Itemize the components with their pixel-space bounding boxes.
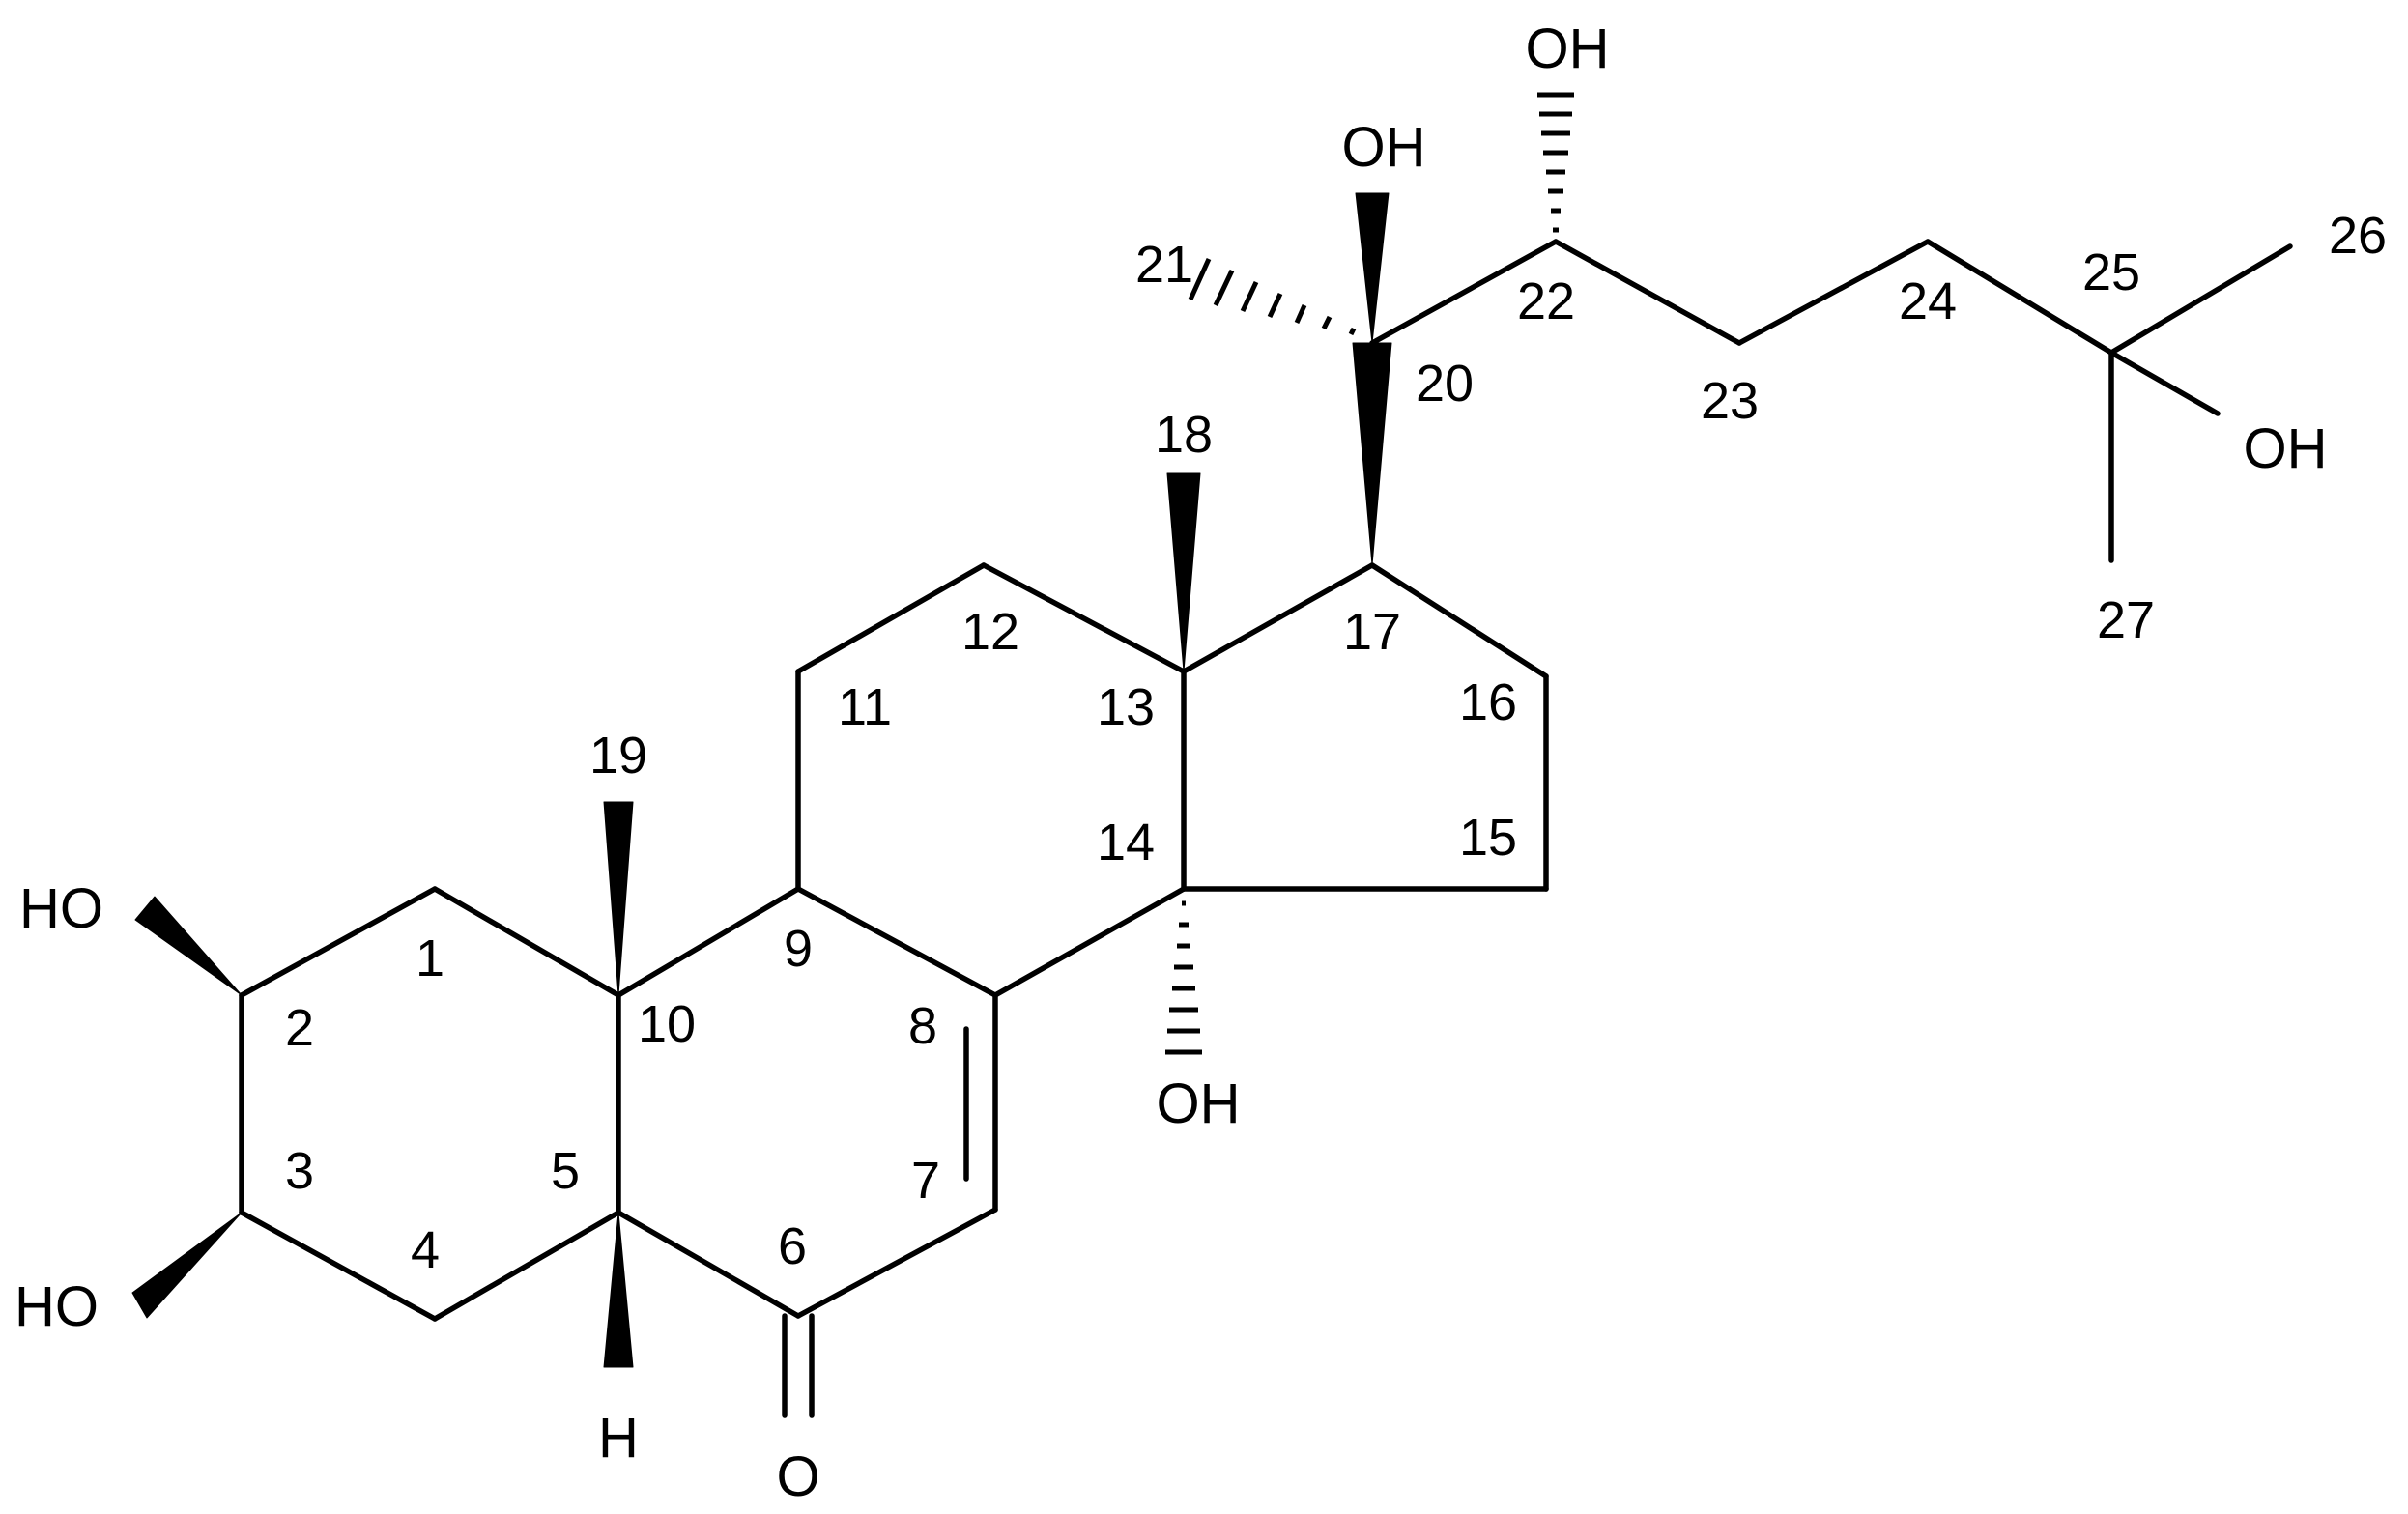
wedge-c10-c19 [603, 801, 634, 996]
wedge-c13-c18 [1166, 472, 1201, 672]
bond-c9-c10 [616, 886, 801, 998]
double-bonds [782, 992, 998, 1418]
bond-c23-c24 [1736, 239, 1931, 346]
atom-numbers: 1 2 3 4 5 6 7 8 9 10 11 12 13 14 15 16 1… [285, 207, 2387, 1279]
bond-c22-c23 [1553, 239, 1742, 346]
label-oh-c20: OH [1342, 116, 1426, 179]
num-c4: 4 [411, 1221, 440, 1279]
num-c27: 27 [2097, 591, 2155, 649]
wedge-c17-c20 [1352, 342, 1392, 566]
num-c14: 14 [1097, 814, 1155, 871]
bond-c6-c7 [795, 1207, 998, 1319]
num-c3: 3 [285, 1142, 314, 1200]
wedge-c20-oh [1355, 192, 1390, 344]
num-c6: 6 [778, 1217, 807, 1275]
bond-c13-c17 [1181, 562, 1375, 674]
label-oh-c3: HO [14, 1275, 99, 1338]
bond-c20-c22 [1369, 239, 1559, 346]
hash-c14-oh [1165, 900, 1202, 1055]
label-oh-c14: OH [1157, 1072, 1241, 1135]
bond-c12-c13 [981, 562, 1187, 674]
hash-c20-c21 [1188, 257, 1357, 336]
num-c10: 10 [638, 995, 696, 1053]
num-c9: 9 [784, 920, 813, 978]
num-c25: 25 [2082, 243, 2140, 301]
label-o-c6: O [776, 1445, 819, 1508]
num-c11: 11 [838, 678, 892, 736]
num-c19: 19 [589, 727, 647, 785]
bond-c11-c12 [795, 562, 987, 674]
bond-c5-c6 [616, 1210, 801, 1319]
hash-c22-oh [1537, 92, 1574, 233]
skeleton-bonds [239, 239, 2293, 1322]
num-c26: 26 [2329, 207, 2387, 265]
bond-c14-c8 [992, 886, 1187, 998]
wedge-c5-h [603, 1212, 634, 1368]
num-c16: 16 [1459, 673, 1517, 731]
bond-c10-c1 [432, 886, 621, 998]
num-c21: 21 [1135, 236, 1193, 294]
num-c23: 23 [1701, 372, 1759, 430]
num-c18: 18 [1155, 406, 1213, 464]
num-c22: 22 [1517, 272, 1575, 330]
bond-c24-c25 [1925, 239, 2114, 356]
wedge-bonds [131, 192, 1392, 1368]
bond-c17-c16 [1369, 562, 1549, 679]
num-c17: 17 [1343, 603, 1401, 661]
bond-c25-oh [2108, 350, 2221, 416]
num-c8: 8 [908, 997, 937, 1055]
num-c24: 24 [1899, 272, 1957, 330]
wedge-c3-oh [131, 1212, 243, 1319]
num-c20: 20 [1416, 355, 1474, 413]
num-c15: 15 [1459, 809, 1517, 867]
hash-bonds [1165, 92, 1574, 1055]
group-labels: HO HO O H OH OH OH OH [14, 17, 2328, 1508]
bond-c25-c26 [2108, 243, 2293, 356]
label-oh-c2: HO [19, 877, 103, 940]
label-h-c5: H [598, 1407, 639, 1470]
label-oh-c22: OH [1526, 17, 1610, 80]
label-oh-c25: OH [2244, 417, 2328, 480]
num-c5: 5 [551, 1142, 580, 1200]
bond-c4-c5 [432, 1210, 621, 1322]
num-c12: 12 [961, 603, 1019, 661]
bond-c3-c4 [239, 1210, 438, 1322]
num-c7: 7 [911, 1152, 940, 1210]
bond-c8-c9 [795, 886, 998, 998]
wedge-c2-oh [134, 896, 243, 996]
num-c1: 1 [416, 929, 444, 987]
bond-c1-c2 [239, 886, 438, 998]
num-c2: 2 [285, 999, 314, 1057]
num-c13: 13 [1097, 678, 1155, 736]
